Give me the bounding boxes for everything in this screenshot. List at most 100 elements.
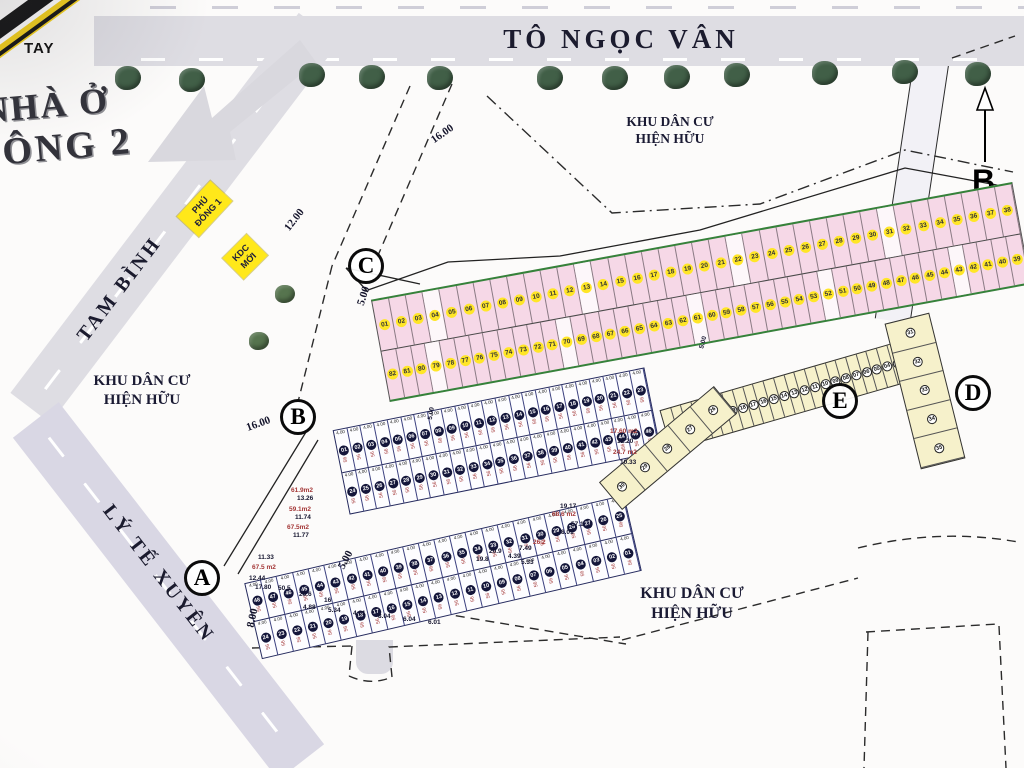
- plot-width-label: 4.00: [477, 567, 488, 575]
- tree-icon: [537, 66, 563, 90]
- plot-number: 39: [548, 445, 561, 457]
- plot-number: 47: [894, 274, 908, 288]
- plot-number: 30: [866, 228, 880, 242]
- plot-width-label: 4.00: [362, 423, 373, 431]
- plot-width-label: 4.00: [344, 470, 354, 478]
- plot-number: 39: [392, 561, 405, 574]
- plot-number: 25: [782, 243, 795, 257]
- plot-width-label: 4.00: [537, 388, 548, 395]
- tree-icon: [602, 66, 628, 90]
- tag-kdc-moi: KDC MỚI: [222, 234, 268, 280]
- plot-number: 33: [916, 219, 930, 232]
- project-title-line2: ĐÔNG 2: [0, 120, 134, 176]
- plot-width-label: 4.00: [516, 518, 526, 526]
- plot-width-label: 4.00: [335, 428, 346, 436]
- existing-area-label-west: KHU DÂN CƯ HIỆN HỮU: [72, 372, 212, 410]
- plot-width-label: 4.00: [311, 566, 322, 574]
- plot-number: 55: [778, 295, 792, 309]
- plot-width-label: 4.00: [406, 544, 416, 552]
- plot-width-label: 4.00: [421, 540, 432, 548]
- tree-icon: [812, 61, 838, 85]
- road-to-ngoc-van: TÔ NGỌC VÂN: [94, 16, 1024, 66]
- measurement-annotation: 20.9: [489, 548, 502, 555]
- plot-number: 32: [454, 464, 467, 476]
- existing-area-label-line1: KHU DÂN CƯ: [626, 114, 714, 129]
- plot-number: 01: [338, 444, 351, 457]
- existing-area-label-line2: HIỆN HỮU: [103, 391, 181, 408]
- measurement-annotation: 20.6: [299, 591, 312, 598]
- plot-width-label: 4.00: [399, 585, 409, 593]
- plot-number: 70: [560, 335, 574, 349]
- plot-number: 39: [1010, 253, 1024, 267]
- plot-width-label: 4.00: [411, 457, 422, 464]
- plot-width-label: 4.00: [603, 538, 614, 545]
- plot-width-label: 4.00: [390, 548, 400, 556]
- plot-number: 66: [618, 325, 632, 339]
- plot-width-label: 4.00: [453, 533, 463, 541]
- plot-number: 32: [899, 222, 913, 236]
- plot-width-label: 4.00: [384, 462, 395, 470]
- plot-width-label: 4.00: [599, 419, 610, 426]
- lane-dashes: [140, 58, 978, 61]
- plot-number: 36: [508, 453, 521, 466]
- plot-number: 38: [1000, 203, 1014, 217]
- plot-number: 28: [660, 441, 675, 456]
- plot-number: 77: [458, 354, 472, 368]
- plot-width-label: 4.00: [351, 596, 362, 604]
- plot-width-label: 4.00: [492, 440, 502, 448]
- road-edge-west-1: [223, 431, 307, 567]
- plot-width-label: 4.00: [470, 401, 480, 409]
- plot-number: 32: [503, 535, 516, 548]
- boundary-dash-east-curve: [857, 535, 1019, 549]
- existing-area-label-line2: HIỆN HỮU: [635, 130, 705, 146]
- plot-number: 38: [408, 557, 421, 570]
- plot-number: 03: [590, 555, 603, 568]
- plot-number: 12: [486, 414, 499, 427]
- plot-width-label: 4.00: [367, 593, 378, 600]
- existing-area-label-north: KHU DÂN CƯ HIỆN HỮU: [600, 114, 740, 148]
- street-name-tam-binh: TAM BÌNH: [72, 232, 166, 346]
- plot-width-label: 4.00: [573, 424, 583, 432]
- plot-number: 12: [563, 284, 577, 297]
- measurement-annotation: 5.33: [521, 559, 534, 566]
- plot-number: 13: [433, 591, 446, 604]
- tree-icon: [299, 63, 325, 87]
- measurement-annotation: 24.7 m2: [613, 449, 637, 456]
- plot-width-label: 4.00: [280, 573, 290, 581]
- boundary-dash-stub-bottom: [348, 675, 393, 682]
- plot-number: 21: [607, 389, 620, 402]
- tree-icon: [427, 66, 453, 90]
- plot-number: 40: [562, 442, 574, 455]
- plot-number: 74: [502, 346, 516, 360]
- plot-width-label: 4.00: [376, 420, 386, 428]
- plot-number: 78: [444, 357, 458, 371]
- tree-icon: [892, 60, 918, 84]
- plot-width-label: 4.00: [398, 459, 408, 467]
- plot-number: 09: [445, 422, 458, 435]
- plot-width-label: 4.00: [451, 448, 462, 456]
- tree-icon: [275, 285, 295, 303]
- plot-number: 14: [417, 595, 430, 608]
- plot-width-label: 4.00: [509, 560, 519, 567]
- boundary-dash-to-b: [297, 265, 333, 403]
- plot-width-label: 4.00: [288, 611, 299, 619]
- measurement-annotation: 12.20: [617, 438, 634, 445]
- logo-text: TAY: [24, 40, 55, 57]
- plot-number: 18: [664, 265, 678, 279]
- plot-width-label: 4.00: [546, 429, 556, 437]
- plot-width-label: 4.00: [478, 443, 489, 451]
- measurement-annotation: 6.04: [403, 616, 416, 623]
- plot-width-label: 4.00: [631, 369, 642, 376]
- plot-width-label: 4.00: [493, 563, 504, 571]
- plot-width-label: 4.00: [505, 438, 516, 445]
- plot-number: 44: [938, 266, 951, 280]
- tree-icon: [359, 65, 385, 89]
- measurement-annotation: 61.9m2: [291, 487, 314, 494]
- plot-number: 05: [445, 305, 459, 319]
- plot-number: 19: [681, 262, 695, 276]
- measurement-annotation: 68.6 m2: [552, 511, 576, 518]
- plot-number: 43: [329, 576, 342, 589]
- dimension-label: 16.00: [428, 121, 456, 147]
- plot-number: 02: [351, 441, 364, 454]
